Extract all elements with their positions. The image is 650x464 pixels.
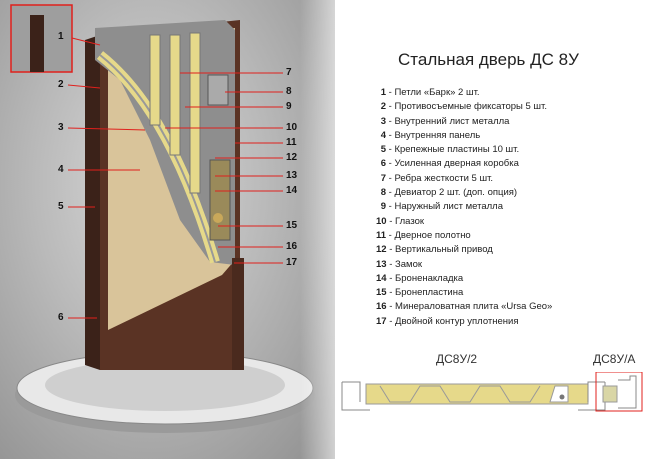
section-label-main: ДС8У/2 xyxy=(436,352,478,366)
legend-text: Двойной контур уплотнения xyxy=(395,315,519,327)
callout-12: 12 xyxy=(286,152,298,163)
legend-text: Внутренняя панель xyxy=(394,129,481,141)
callout-2: 2 xyxy=(58,79,64,90)
legend-number: 17 xyxy=(376,315,387,327)
legend-number: 14 xyxy=(376,272,387,284)
legend-item: 8 - Девиатор 2 шт. (доп. опция) xyxy=(376,186,552,200)
door-illustration xyxy=(0,0,335,459)
callout-17: 17 xyxy=(286,257,298,268)
legend-text: Противосъемные фиксаторы 5 шт. xyxy=(394,101,547,113)
legend-text: Внутренний лист металла xyxy=(394,115,510,127)
legend-text: Ребра жесткости 5 шт. xyxy=(394,172,494,184)
legend-item: 5 - Крепежные пластины 10 шт. xyxy=(376,143,552,157)
callout-10: 10 xyxy=(286,122,298,133)
legend-text: Бронепластина xyxy=(395,287,464,299)
callout-8: 8 xyxy=(286,86,292,97)
legend-number: 4 xyxy=(380,129,386,141)
callout-11: 11 xyxy=(286,137,297,148)
legend-text: Вертикальный привод xyxy=(395,244,493,256)
legend-item: 6 - Усиленная дверная коробка xyxy=(376,157,552,171)
callout-7: 7 xyxy=(286,67,292,78)
legend-number: 1 xyxy=(380,87,386,98)
callout-15: 15 xyxy=(286,220,298,231)
legend-number: 9 xyxy=(380,201,386,213)
legend-number: 3 xyxy=(380,115,386,127)
legend-number: 15 xyxy=(376,287,387,299)
legend-item: 14 - Броненакладка xyxy=(376,272,552,286)
legend-item: 3 - Внутренний лист металла xyxy=(376,115,552,129)
callout-5: 5 xyxy=(58,201,64,212)
legend-number: 13 xyxy=(376,258,387,270)
legend-item: 13 - Замок xyxy=(376,258,552,272)
callout-4: 4 xyxy=(58,164,64,175)
legend-item: 1 - Петли «Барк» 2 шт. xyxy=(376,86,552,100)
door-cutaway-drawing xyxy=(10,4,315,433)
legend-text: Дверное полотно xyxy=(394,229,471,241)
callout-1: 1 xyxy=(58,31,64,42)
legend-number: 6 xyxy=(380,158,386,170)
legend-number: 10 xyxy=(376,215,387,227)
legend-text: Замок xyxy=(395,258,423,270)
legend-number: 5 xyxy=(380,144,386,156)
legend-item: 16 - Минераловатная плита «Ursa Geo» xyxy=(376,300,552,314)
legend-number: 8 xyxy=(380,187,386,199)
legend-item: 17 - Двойной контур уплотнения xyxy=(376,315,552,329)
callout-3: 3 xyxy=(58,122,64,133)
section-label-alt: ДС8У/А xyxy=(593,352,636,366)
legend-number: 12 xyxy=(376,244,387,256)
legend-number: 16 xyxy=(376,301,387,313)
legend-text: Петли «Барк» 2 шт. xyxy=(394,87,480,98)
legend-text: Броненакладка xyxy=(395,272,464,284)
legend-number: 7 xyxy=(380,172,386,184)
page-title: Стальная дверь ДС 8У xyxy=(398,50,579,69)
legend-item: 4 - Внутренняя панель xyxy=(376,129,552,143)
callout-6: 6 xyxy=(58,312,64,323)
legend-text: Усиленная дверная коробка xyxy=(394,158,519,170)
callout-16: 16 xyxy=(286,241,298,252)
legend-number: 11 xyxy=(376,229,387,241)
door-cross-section xyxy=(341,372,643,412)
legend-text: Наружный лист металла xyxy=(394,201,503,213)
legend-item: 15 - Бронепластина xyxy=(376,286,552,300)
legend-item: 9 - Наружный лист металла xyxy=(376,200,552,214)
callout-13: 13 xyxy=(286,170,298,181)
legend-text: Крепежные пластины 10 шт. xyxy=(394,144,520,156)
callout-9: 9 xyxy=(286,101,292,112)
legend-item: 10 - Глазок xyxy=(376,215,552,229)
legend-item: 11 - Дверное полотно xyxy=(376,229,552,243)
legend-number: 2 xyxy=(380,101,386,113)
legend-text: Девиатор 2 шт. (доп. опция) xyxy=(394,187,518,199)
parts-legend: 1 - Петли «Барк» 2 шт.2 - Противосъемные… xyxy=(376,86,552,329)
callout-14: 14 xyxy=(286,185,298,196)
legend-item: 12 - Вертикальный привод xyxy=(376,243,552,257)
legend-item: 2 - Противосъемные фиксаторы 5 шт. xyxy=(376,100,552,114)
legend-text: Глазок xyxy=(395,215,425,227)
legend-item: 7 - Ребра жесткости 5 шт. xyxy=(376,172,552,186)
legend-text: Минераловатная плита «Ursa Geo» xyxy=(395,301,553,313)
